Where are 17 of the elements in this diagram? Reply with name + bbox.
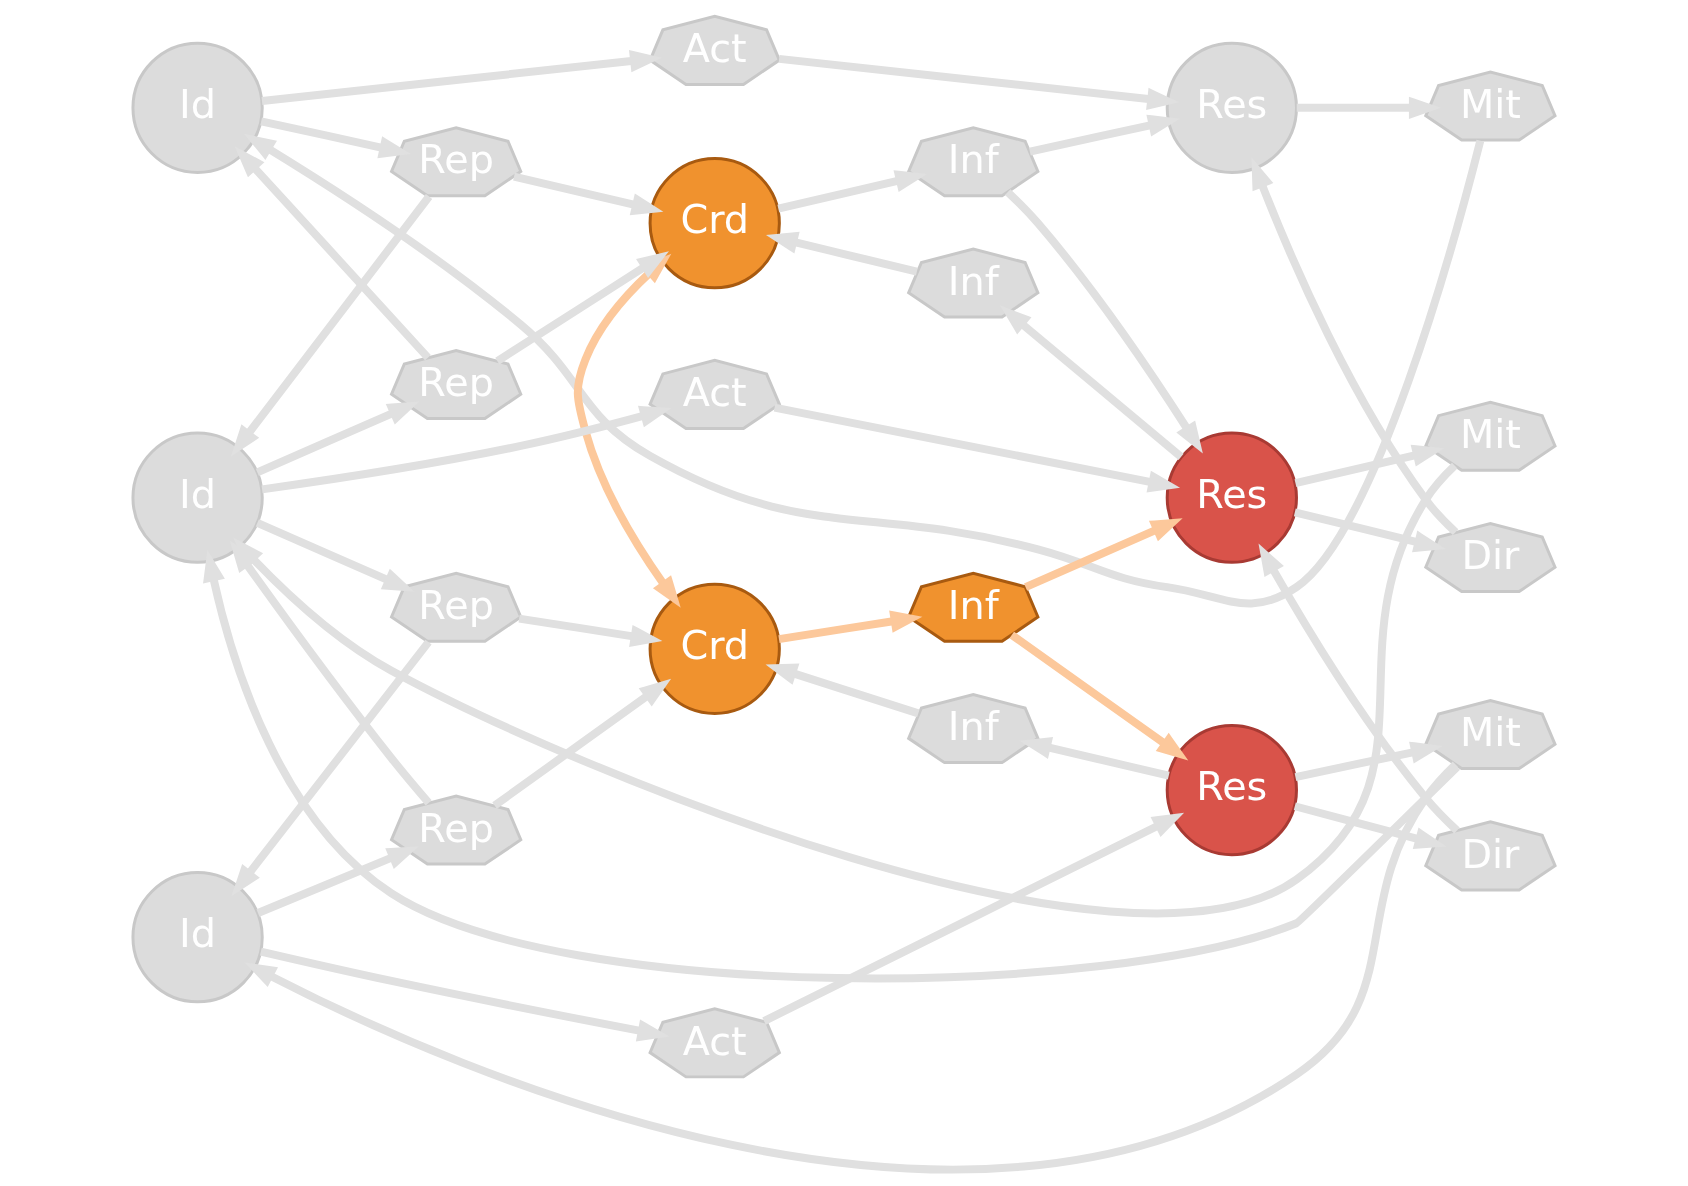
arrow <box>1258 543 1460 834</box>
arrow <box>762 812 1185 1025</box>
arrow <box>495 251 669 365</box>
arrow <box>518 614 663 648</box>
arrow <box>513 172 664 216</box>
arrow <box>778 610 923 643</box>
node-circle: Res <box>1165 431 1298 564</box>
arrow <box>765 663 920 718</box>
node-circle: Crd <box>648 157 781 290</box>
arrow <box>1005 189 1203 454</box>
arrow <box>765 231 918 276</box>
arrow <box>773 403 1181 493</box>
arrow <box>492 678 672 809</box>
node-circle: Crd <box>648 582 781 715</box>
arrow <box>1023 518 1183 591</box>
arrow <box>1009 631 1189 761</box>
node-circle: Res <box>1165 723 1298 857</box>
